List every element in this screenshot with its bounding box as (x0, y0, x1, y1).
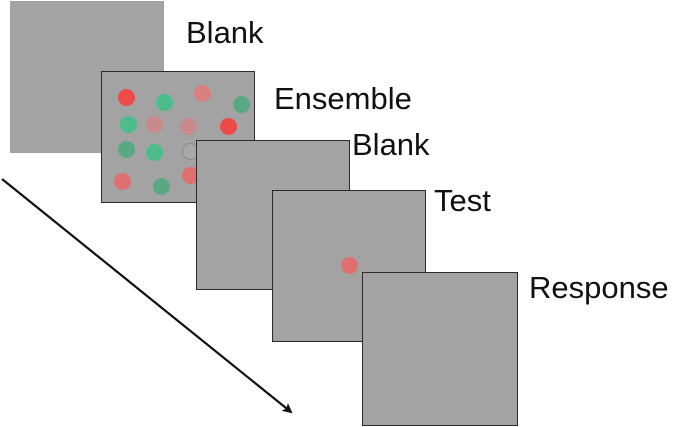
ensemble-dot (220, 118, 237, 135)
frame-label-blank-2: Blank (352, 127, 430, 162)
ensemble-dot (146, 116, 163, 133)
frame-response (362, 272, 518, 426)
ensemble-dot (146, 144, 163, 161)
frame-label-blank-1: Blank (186, 15, 264, 50)
test-dot (341, 257, 358, 274)
ensemble-dot (156, 94, 173, 111)
ensemble-dot (194, 85, 211, 102)
frame-label-response: Response (529, 270, 669, 305)
frame-label-test: Test (434, 183, 491, 218)
ensemble-dot (118, 141, 135, 158)
ensemble-dot (180, 118, 197, 135)
frame-label-ensemble: Ensemble (274, 81, 412, 116)
ensemble-dot (120, 116, 137, 133)
ensemble-dot (118, 89, 135, 106)
ensemble-dot (114, 173, 131, 190)
ensemble-dot (233, 96, 250, 113)
ensemble-dot (182, 167, 199, 184)
ensemble-dot (153, 178, 170, 195)
